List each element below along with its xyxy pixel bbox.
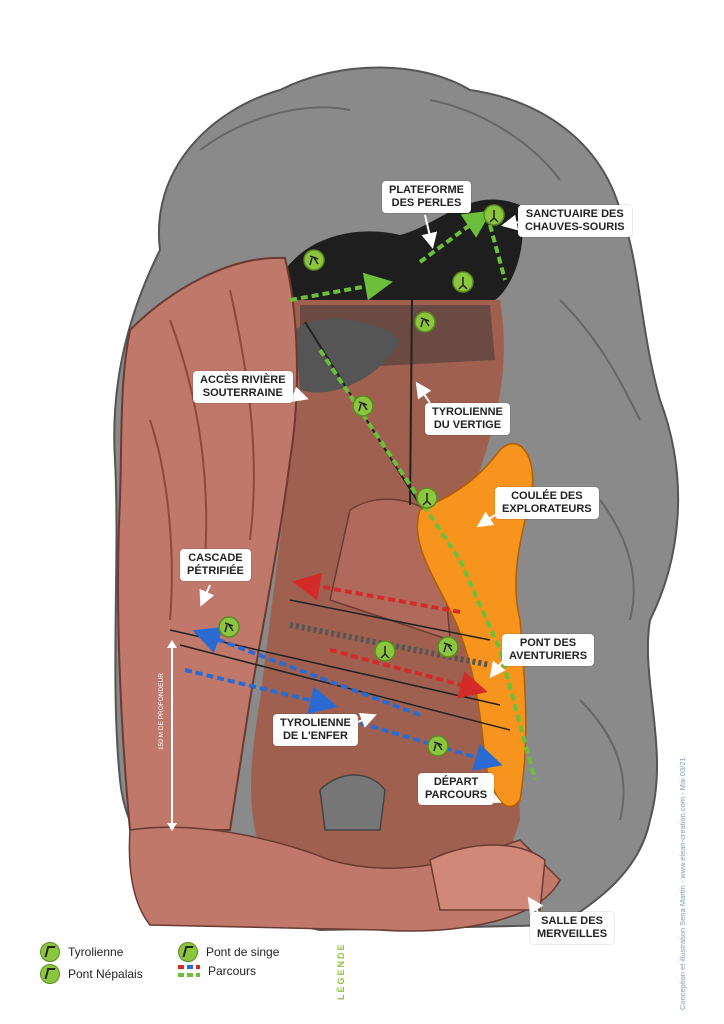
monkey-bridge-icon-1 xyxy=(483,204,505,226)
zipline-icon-3 xyxy=(352,395,374,417)
legend-tyrolienne: Tyrolienne xyxy=(40,942,123,962)
zipline-icon-2 xyxy=(414,311,436,333)
callout-tyrolienne-de-l-enfer: TYROLIENNE DE L'ENFER xyxy=(273,714,358,746)
zipline-icon-6 xyxy=(427,735,449,757)
zipline-icon-4 xyxy=(218,616,240,638)
zipline-icon-5 xyxy=(437,636,459,658)
nepalese-bridge-icon-2 xyxy=(416,487,438,509)
legend-title: LÉGENDE xyxy=(336,942,346,1000)
route-red xyxy=(292,572,461,614)
legend-pont-nepalais-label: Pont Népalais xyxy=(68,967,143,981)
callout-plateforme-des-perles: PLATEFORME DES PERLES xyxy=(382,181,471,213)
zipline-icon-1 xyxy=(303,249,325,271)
legend-pont-de-singe-label: Pont de singe xyxy=(206,945,280,959)
route-blue xyxy=(192,626,421,717)
callout-sanctuaire-des-chauves-souris: SANCTUAIRE DES CHAUVES-SOURIS xyxy=(518,205,632,237)
legend-parcours: Parcours xyxy=(178,964,256,978)
legend-parcours-label: Parcours xyxy=(208,964,257,978)
callout-tyrolienne-du-vertige: TYROLIENNE DU VERTIGE xyxy=(425,403,510,435)
callout-coulee-des-explorateurs: COULÉE DES EXPLORATEURS xyxy=(495,487,599,519)
parcours-dash-icon xyxy=(178,965,200,977)
monkey-bridge-icon-2 xyxy=(374,640,396,662)
callout-acces-riviere-souterraine: ACCÈS RIVIÈRE SOUTERRAINE xyxy=(193,371,293,403)
monkey-bridge-icon xyxy=(178,942,198,962)
flowstone xyxy=(416,443,534,808)
callout-salle-des-merveilles: SALLE DES MERVEILLES xyxy=(530,912,615,944)
credit-text: Conception et illustration Sena Martin -… xyxy=(678,757,687,1010)
legend-pont-nepalais: Pont Népalais xyxy=(40,964,143,984)
legend-tyrolienne-label: Tyrolienne xyxy=(68,945,124,959)
callout-depart-parcours: DÉPART PARCOURS xyxy=(418,773,495,805)
callout-cascade-petrifiee: CASCADE PÉTRIFIÉE xyxy=(180,549,251,581)
route-green xyxy=(289,272,393,302)
depth-label: 150 M DE PROFONDEUR xyxy=(158,673,165,750)
callout-pont-des-aventuriers: PONT DES AVENTURIERS xyxy=(502,634,595,666)
nepalese-bridge-icon-1 xyxy=(452,271,474,293)
nepalese-bridge-icon xyxy=(40,964,60,984)
legend-pont-de-singe: Pont de singe xyxy=(178,942,279,962)
zipline-icon xyxy=(40,942,60,962)
